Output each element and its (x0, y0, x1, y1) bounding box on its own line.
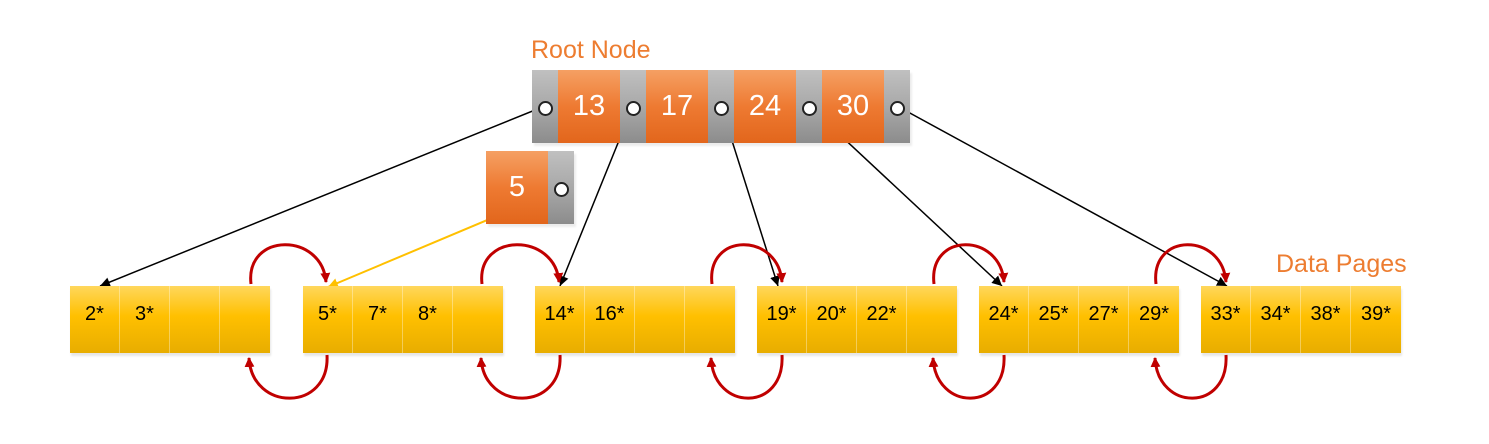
next-link-arrow-2 (480, 243, 564, 285)
page-slot: 7* (353, 286, 403, 353)
root-node-label: Root Node (531, 36, 651, 64)
page-slot: 16* (585, 286, 635, 353)
root-pointer-1 (620, 70, 646, 143)
data-page-4: 19* 20* 22* (757, 286, 957, 353)
root-pointer-3 (796, 70, 822, 143)
root-key-3: 30 (822, 70, 884, 143)
page-slot: 24* (979, 286, 1029, 353)
root-pointer-0 (532, 70, 558, 143)
prev-link-arrow-5 (1150, 354, 1228, 400)
inner-pointer-1 (548, 151, 574, 224)
root-key-2: 24 (734, 70, 796, 143)
data-page-6: 33* 34* 38* 39* (1201, 286, 1401, 353)
pointer-arrow-root-p4 (896, 105, 1228, 287)
next-link-arrow-4 (932, 243, 1009, 285)
pointer-arrow-root-p0 (99, 105, 546, 287)
pointer-dot-icon (626, 101, 641, 116)
root-pointer-2 (708, 70, 734, 143)
data-page-1: 2* 3* (70, 286, 270, 353)
page-slot: 19* (757, 286, 807, 353)
data-pages-label: Data Pages (1276, 250, 1407, 278)
page-slot (635, 286, 685, 353)
prev-link-arrow-2 (476, 354, 562, 400)
page-slot (453, 286, 503, 353)
data-page-3: 14* 16* (535, 286, 735, 353)
page-slot: 38* (1301, 286, 1351, 353)
inner-key-0: 5 (486, 151, 548, 224)
page-slot: 2* (70, 286, 120, 353)
page-slot (220, 286, 270, 353)
page-slot: 20* (807, 286, 857, 353)
root-pointer-4 (884, 70, 910, 143)
pointer-dot-icon (714, 101, 729, 116)
inner-node: 5 (486, 151, 574, 224)
page-slot: 22* (857, 286, 907, 353)
prev-link-arrow-4 (928, 354, 1006, 400)
root-key-1: 17 (646, 70, 708, 143)
page-slot (907, 286, 957, 353)
page-slot (685, 286, 735, 353)
page-slot: 25* (1029, 286, 1079, 353)
prev-link-arrow-1 (244, 354, 329, 400)
page-slot: 14* (535, 286, 585, 353)
pointer-dot-icon (538, 101, 553, 116)
data-page-5: 24* 25* 27* 29* (979, 286, 1179, 353)
page-slot: 39* (1351, 286, 1401, 353)
next-link-arrow-3 (710, 243, 787, 285)
prev-link-arrow-3 (706, 354, 784, 400)
page-slot (170, 286, 220, 353)
next-link-arrow-1 (249, 243, 331, 285)
page-slot: 27* (1079, 286, 1129, 353)
root-key-0: 13 (558, 70, 620, 143)
page-slot: 33* (1201, 286, 1251, 353)
page-slot: 8* (403, 286, 453, 353)
page-slot: 34* (1251, 286, 1301, 353)
page-slot: 5* (303, 286, 353, 353)
pointer-dot-icon (802, 101, 817, 116)
data-page-2: 5* 7* 8* (303, 286, 503, 353)
page-slot: 3* (120, 286, 170, 353)
pointer-dot-icon (890, 101, 905, 116)
pointer-dot-icon (554, 182, 569, 197)
page-slot: 29* (1129, 286, 1179, 353)
root-node: 13 17 24 30 (532, 70, 910, 143)
next-link-arrow-5 (1154, 243, 1231, 285)
